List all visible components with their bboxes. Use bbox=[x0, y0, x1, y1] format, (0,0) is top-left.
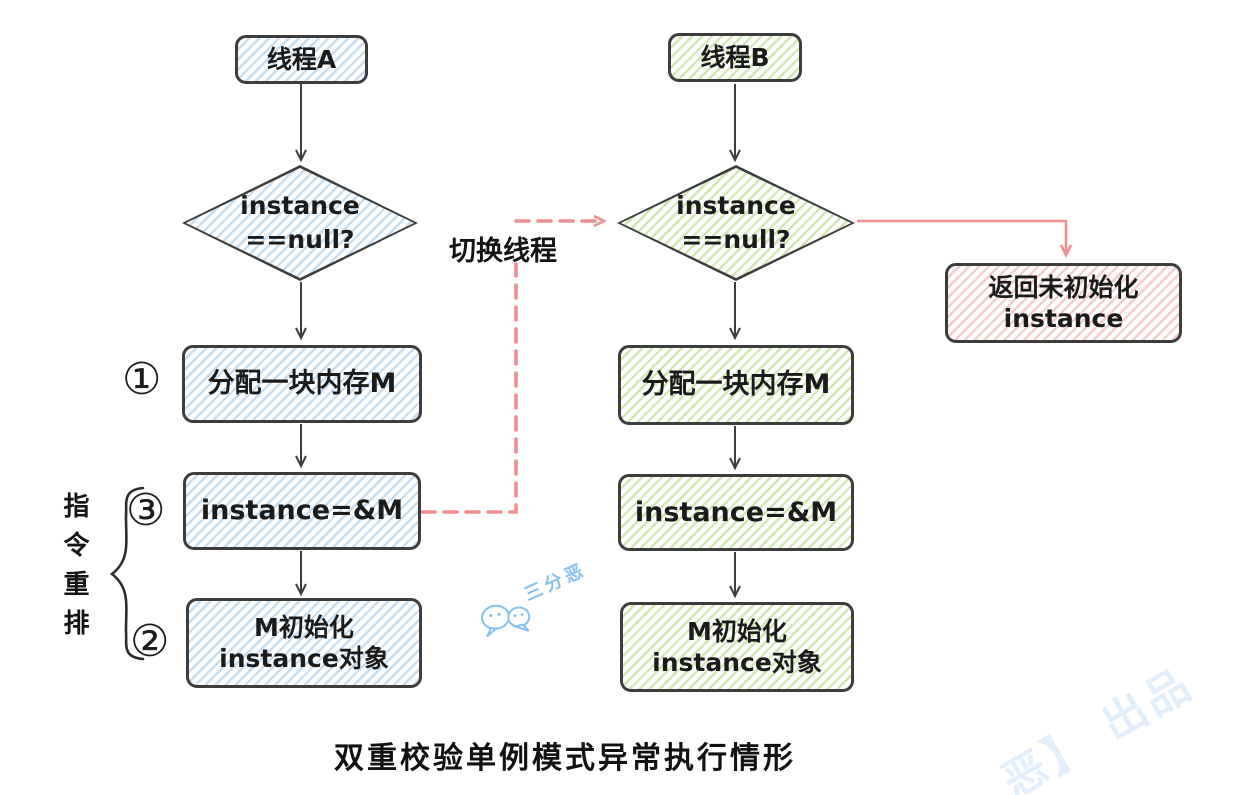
error-line1: 返回未初始化 bbox=[988, 272, 1139, 302]
step-label: 分配一块内存M bbox=[207, 368, 397, 400]
step-label: instance=&M bbox=[200, 495, 404, 527]
thread-b-start-node: 线程B bbox=[668, 33, 802, 82]
arrow-return-uninitialized bbox=[857, 219, 1073, 258]
switch-thread-label: 切换线程 bbox=[449, 236, 557, 267]
thread-b-start-label: 线程B bbox=[700, 42, 770, 72]
condition-line1: instance bbox=[240, 191, 360, 221]
diamond-body: instance ==null? bbox=[621, 168, 851, 278]
thread-a-step1-box: 分配一块内存M bbox=[182, 345, 422, 423]
thread-b-step2-box: instance=&M bbox=[618, 474, 854, 551]
thread-a-step2-box: instance=&M bbox=[183, 472, 421, 550]
circled-number-2: ② bbox=[130, 616, 170, 667]
arrow-switch-thread-dashed-lower bbox=[420, 262, 518, 514]
step-label-line2: instance对象 bbox=[219, 644, 389, 673]
condition-line2: ==null? bbox=[681, 225, 791, 254]
circled-number-3: ③ bbox=[126, 485, 166, 536]
thread-a-condition-diamond: instance ==null? bbox=[182, 165, 418, 281]
step-label: instance=&M bbox=[634, 496, 838, 528]
step-label: 分配一块内存M bbox=[641, 369, 831, 401]
error-line2: instance bbox=[1003, 304, 1124, 333]
step-label-line1: M初始化 bbox=[254, 612, 354, 642]
thread-a-start-node: 线程A bbox=[235, 35, 368, 84]
thread-a-start-label: 线程A bbox=[266, 44, 337, 74]
condition-line1: instance bbox=[676, 191, 796, 221]
step-label-line1: M初始化 bbox=[687, 616, 787, 646]
thread-b-condition-diamond: instance ==null? bbox=[617, 165, 855, 281]
instruction-reorder-label: 指令重排 bbox=[59, 492, 89, 648]
return-uninitialized-box: 返回未初始化 instance bbox=[945, 263, 1182, 343]
step-label-line2: instance对象 bbox=[652, 648, 822, 677]
wechat-icon bbox=[481, 604, 531, 638]
instruction-reorder-brace bbox=[109, 486, 145, 661]
diamond-body: instance ==null? bbox=[186, 168, 414, 278]
thread-a-step3-box: M初始化 instance对象 bbox=[186, 598, 422, 688]
diagram-caption: 双重校验单例模式异常执行情形 bbox=[334, 741, 796, 776]
circled-number-1: ① bbox=[122, 354, 162, 405]
thread-b-step3-box: M初始化 instance对象 bbox=[620, 602, 854, 692]
thread-b-step1-box: 分配一块内存M bbox=[618, 345, 854, 425]
condition-line2: ==null? bbox=[245, 225, 355, 254]
